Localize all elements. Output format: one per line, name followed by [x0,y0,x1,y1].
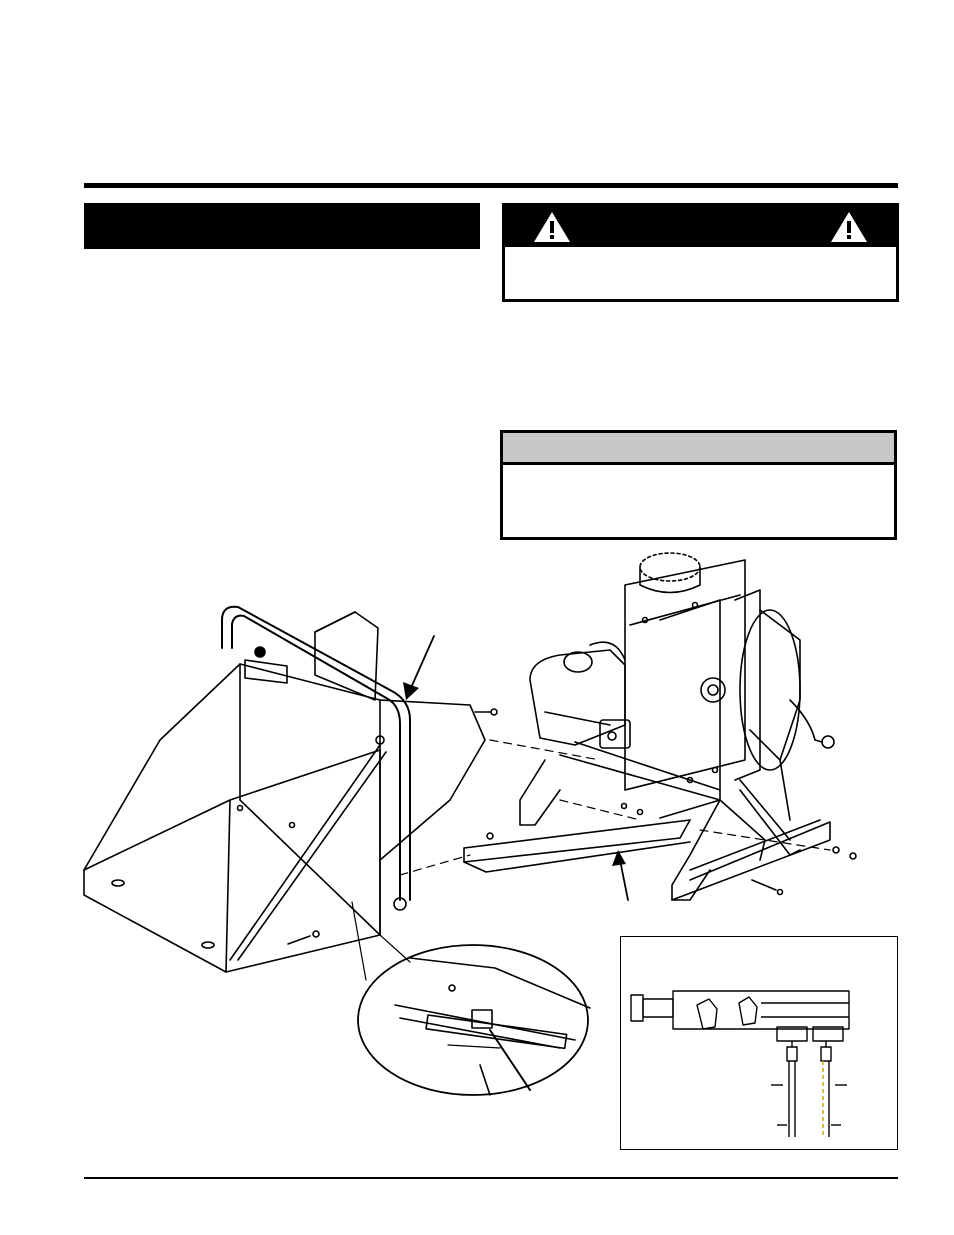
wiring-inset [620,936,898,1150]
top-rule [84,183,898,188]
warning-triangle-icon [534,212,570,242]
alignment-lines [399,739,831,876]
warning-header [505,206,896,247]
section-header [84,203,480,249]
notice-header [503,433,894,465]
warning-title [585,206,816,247]
warning-triangle-icon [831,212,867,242]
assembly-illustration [83,552,857,1096]
hopper-drawing [83,605,498,973]
wiring-diagram [630,990,850,1137]
bottom-rule [84,1177,898,1179]
detail-magnifier [351,901,591,1096]
notice-box [500,430,897,540]
warning-box [502,203,899,302]
chipper-drawing [463,552,857,901]
